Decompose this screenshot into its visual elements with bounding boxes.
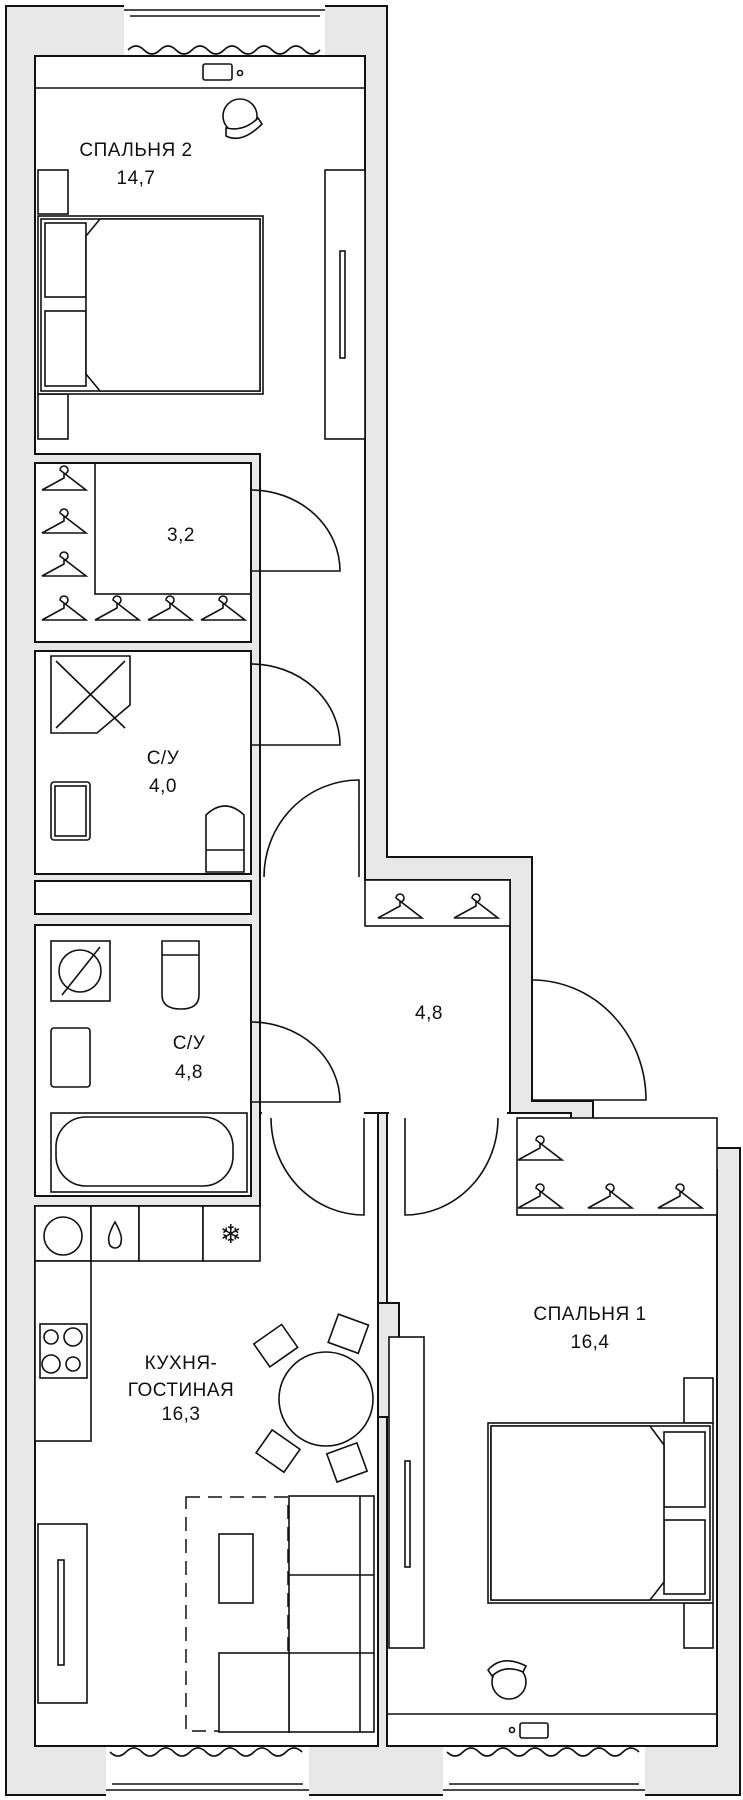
stove-icon bbox=[39, 1323, 88, 1379]
sofa-icon bbox=[218, 1495, 375, 1733]
nightstand bbox=[683, 1377, 714, 1424]
bathroom2-area: 4,8 bbox=[175, 1062, 203, 1083]
bathroom1-fixtures bbox=[50, 655, 245, 873]
bedroom2-furniture bbox=[35, 63, 366, 440]
window-bedroom1 bbox=[443, 1745, 645, 1796]
sink-icon bbox=[50, 1027, 91, 1088]
hall-area: 4,8 bbox=[415, 1003, 443, 1024]
bedroom1-name: СПАЛЬНЯ 1 bbox=[533, 1304, 646, 1325]
door-hall-right[interactable] bbox=[531, 979, 647, 1101]
nightstand bbox=[683, 1602, 714, 1649]
bathroom2-fixtures bbox=[50, 940, 248, 1193]
sink-icon bbox=[43, 1216, 83, 1256]
bedroom2-name: СПАЛЬНЯ 2 bbox=[79, 140, 192, 161]
bedroom1-area: 16,4 bbox=[571, 1332, 610, 1353]
kitchen-furniture: ❄ bbox=[34, 1205, 375, 1733]
closet-area: 3,2 bbox=[167, 525, 195, 546]
bedroom2-area: 14,7 bbox=[117, 168, 156, 189]
monitor-icon bbox=[519, 1722, 549, 1739]
kitchen-name-line2: ГОСТИНАЯ bbox=[128, 1380, 234, 1401]
door-bathroom1[interactable] bbox=[250, 663, 341, 746]
bathtub-icon bbox=[50, 1112, 248, 1193]
nightstand bbox=[37, 393, 69, 440]
coffee-table bbox=[218, 1533, 254, 1604]
window-kitchen bbox=[106, 1745, 309, 1796]
doors bbox=[250, 489, 647, 1216]
nightstand bbox=[37, 169, 69, 215]
bathroom1-area: 4,0 bbox=[149, 776, 177, 797]
door-closet[interactable] bbox=[250, 489, 341, 572]
closet-hangers bbox=[41, 462, 252, 621]
door-entrance[interactable] bbox=[263, 779, 360, 878]
bathroom2-name: С/У bbox=[173, 1033, 206, 1054]
window-top bbox=[124, 5, 325, 57]
kitchen-area: 16,3 bbox=[162, 1404, 201, 1425]
door-kitchen[interactable] bbox=[270, 1117, 365, 1216]
kitchen-name-line1: КУХНЯ- bbox=[145, 1353, 218, 1374]
bedroom1-furniture bbox=[387, 1117, 718, 1739]
hall-wardrobe bbox=[364, 879, 511, 927]
door-bathroom2[interactable] bbox=[250, 1021, 341, 1103]
room-labels: СПАЛЬНЯ 2 14,7 3,2 С/У 4,0 4,8 С/У 4,8 К… bbox=[79, 140, 646, 1425]
toilet-icon bbox=[205, 805, 245, 873]
dining-table bbox=[252, 1313, 374, 1484]
storage-strip bbox=[34, 880, 252, 915]
sink-icon bbox=[50, 781, 91, 841]
monitor-icon bbox=[202, 63, 233, 81]
water-drop-icon bbox=[107, 1220, 123, 1249]
toilet-icon bbox=[161, 940, 200, 1010]
door-bedroom1[interactable] bbox=[404, 1117, 499, 1216]
fridge-snowflake-icon: ❄ bbox=[220, 1219, 242, 1249]
bathroom1-name: С/У bbox=[147, 748, 180, 769]
